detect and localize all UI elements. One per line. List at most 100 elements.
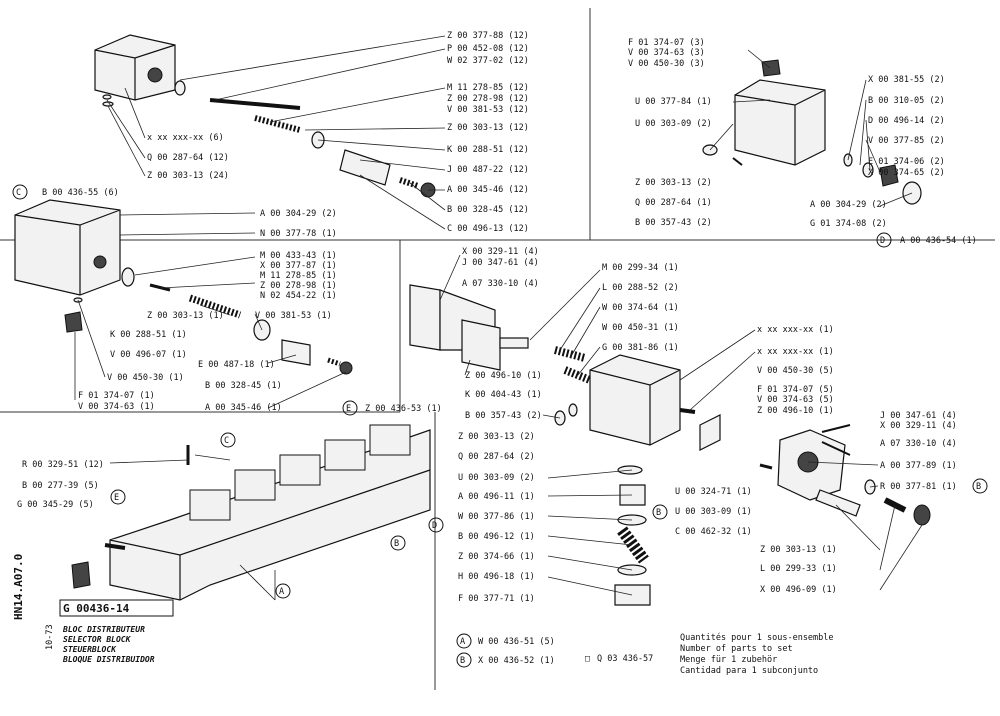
part-code: A 00 436-54 (1) [900, 236, 977, 246]
part-code: Q 00 287-64 (1) [635, 198, 712, 208]
section-marker-e: E [114, 493, 119, 503]
part-code: Z 00 303-13 (2) [635, 178, 712, 188]
part-code: F 00 377-71 (1) [458, 594, 535, 604]
kits-and-legend: A W 00 436-51 (5) B X 00 436-52 (1) □ Q … [456, 632, 834, 676]
part-code: V 00 381-53 (12) [447, 105, 529, 115]
part-code: K 00 288-51 (12) [447, 145, 529, 155]
section-marker-c: C [224, 436, 229, 446]
part-code: U 00 303-09 (1) [675, 507, 752, 517]
kit-marker-b: B [976, 482, 981, 492]
part-code: B 00 310-05 (2) [868, 96, 945, 106]
part-code: B 00 277-39 (5) [22, 481, 99, 491]
part-code: F 01 374-07 (5) [757, 385, 834, 395]
part-code: X 00 329-11 (4) [880, 421, 957, 431]
part-code: A 00 345-46 (12) [447, 185, 529, 195]
part-code: x xx xxx-xx (1) [757, 325, 834, 335]
part-number: G 00436-14 [63, 602, 130, 615]
part-code: V 00 374-63 (5) [757, 395, 834, 405]
part-drawings [14, 34, 931, 606]
part-code: A 00 496-11 (1) [458, 492, 535, 502]
title-en: SELECTOR BLOCK [63, 635, 132, 644]
kit-code: W 00 436-51 (5) [478, 637, 555, 647]
part-code: D 00 496-14 (2) [868, 116, 945, 126]
part-code: V 00 450-30 (5) [757, 366, 834, 376]
part-code: Q 00 287-64 (12) [147, 153, 229, 163]
part-code: V 00 450-30 (3) [628, 59, 705, 69]
part-code: H 00 496-18 (1) [458, 572, 535, 582]
part-code: G 00 381-86 (1) [602, 343, 679, 353]
part-code: B 00 328-45 (12) [447, 205, 529, 215]
section-marker-c: C [16, 188, 21, 198]
part-code: X 00 377-87 (1) [260, 261, 337, 271]
part-code: M 00 299-34 (1) [602, 263, 679, 273]
part-code: Z 00 496-10 (1) [757, 406, 834, 416]
labels-assembly: R 00 329-51 (12) B 00 277-39 (5) G 00 34… [17, 432, 444, 599]
part-code: V 00 496-07 (1) [110, 350, 187, 360]
kit-code: X 00 436-52 (1) [478, 656, 555, 666]
part-code: L 00 299-33 (1) [760, 564, 837, 574]
part-code: M 00 433-43 (1) [260, 251, 337, 261]
part-code: N 02 454-22 (1) [260, 291, 337, 301]
leader-lines [74, 35, 923, 601]
part-code: W 02 377-02 (12) [447, 56, 529, 66]
part-code: A 00 377-89 (1) [880, 461, 957, 471]
part-code: Z 00 496-10 (1) [465, 371, 542, 381]
part-code: Z 00 303-13 (2) [458, 432, 535, 442]
part-code: L 00 288-52 (2) [602, 283, 679, 293]
part-code: Z 00 278-98 (1) [260, 281, 337, 291]
part-code: E 00 487-18 (1) [198, 360, 275, 370]
part-code: Z 00 303-13 (1) [760, 545, 837, 555]
legend-line: Quantités pour 1 sous-ensemble [680, 632, 834, 643]
part-code: B 00 357-43 (2) [465, 411, 542, 421]
kit-marker-b: B [656, 508, 661, 518]
section-marker-a: A [279, 587, 284, 597]
kit-marker-b: B [460, 656, 465, 666]
part-code: R 00 377-81 (1) [880, 482, 957, 492]
part-code: W 00 374-64 (1) [602, 303, 679, 313]
part-code: W 00 377-86 (1) [458, 512, 535, 522]
section-marker-d: D [880, 236, 885, 246]
part-code: B 00 328-45 (1) [205, 381, 282, 391]
part-code: X 00 381-55 (2) [868, 75, 945, 85]
section-marker-d: D [432, 521, 437, 531]
part-code: A 07 330-10 (4) [462, 279, 539, 289]
part-code: Q 00 287-64 (2) [458, 452, 535, 462]
part-code: Z 00 303-13 (1) [147, 311, 224, 321]
labels-section-c: C B 00 436-55 (6) A 00 304-29 (2) N 00 3… [12, 184, 337, 413]
part-code: G 00 345-29 (5) [17, 500, 94, 510]
part-code: E 01 374-06 (2) [868, 157, 945, 167]
part-code: V 00 377-85 (2) [868, 136, 945, 146]
part-code: Z 00 303-13 (12) [447, 123, 529, 133]
drawing-number: HN14.A07.0 [12, 554, 25, 620]
title-fr: BLOC DISTRIBUTEUR [62, 625, 145, 634]
part-code: V 00 381-53 (1) [255, 311, 332, 321]
part-code: F 01 374-07 (1) [78, 391, 155, 401]
legend-line: Cantidad para 1 subconjunto [680, 666, 818, 676]
part-code: P 00 452-08 (12) [447, 44, 529, 54]
labels-right-block: x xx xxx-xx (1) x xx xxx-xx (1) V 00 450… [652, 325, 988, 595]
section-marker-b: B [394, 539, 399, 549]
part-code: x xx xxx-xx (6) [147, 133, 224, 143]
part-code: M 11 278-85 (1) [260, 271, 337, 281]
part-code: J 00 347-61 (4) [880, 411, 957, 421]
title-block: HN14.A07.0 G 00436-14 10-73 BLOC DISTRIB… [12, 554, 174, 664]
part-code: G 01 374-08 (2) [810, 219, 887, 229]
part-code: C 00 496-13 (12) [447, 224, 529, 234]
part-code: Z 00 278-98 (12) [447, 94, 529, 104]
part-code: X 00 329-11 (4) [462, 247, 539, 257]
part-code: F 01 374-07 (3) [628, 38, 705, 48]
part-code: K 00 404-43 (1) [465, 390, 542, 400]
kit-marker-square: □ [585, 654, 590, 664]
title-es: BLOQUE DISTRIBUIDOR [62, 655, 155, 664]
part-code: U 00 377-84 (1) [635, 97, 712, 107]
part-code: B 00 496-12 (1) [458, 532, 535, 542]
part-code: C 00 462-32 (1) [675, 527, 752, 537]
kit-marker-a: A [460, 637, 465, 647]
part-code: B 00 436-55 (6) [42, 188, 119, 198]
part-code: W 00 450-31 (1) [602, 323, 679, 333]
part-code: U 00 324-71 (1) [675, 487, 752, 497]
part-code: R 00 329-51 (12) [22, 460, 104, 470]
part-code: X 00 496-09 (1) [760, 585, 837, 595]
part-code: U 00 303-09 (2) [458, 473, 535, 483]
